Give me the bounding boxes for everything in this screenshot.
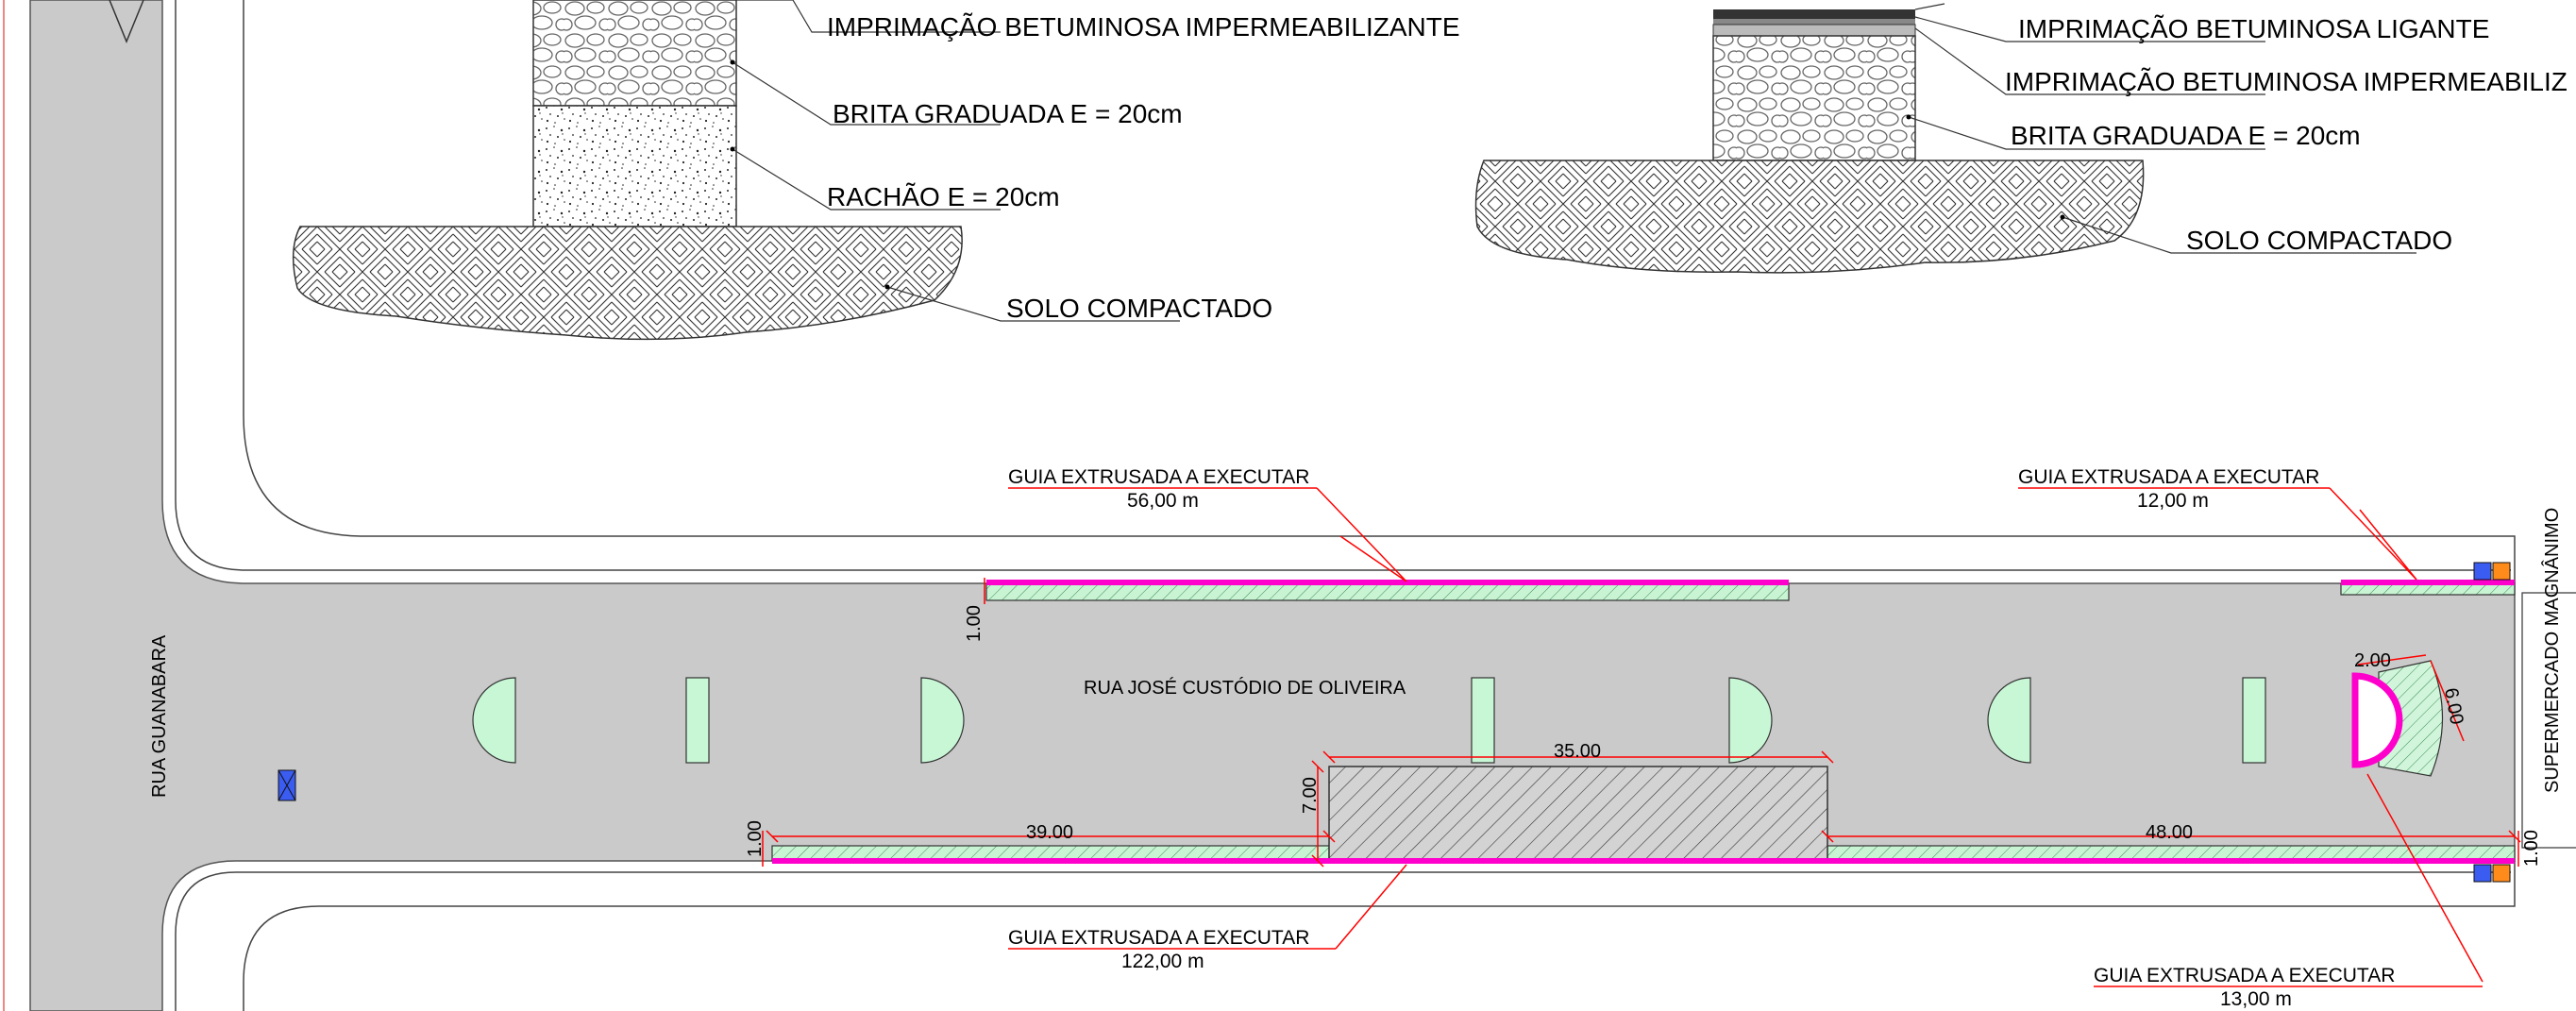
- layer-label: SOLO COMPACTADO: [1006, 294, 1272, 323]
- store-outline: [2521, 592, 2576, 849]
- soil-layer: [1474, 160, 2145, 274]
- callout-title: GUIA EXTRUSADA A EXECUTAR: [1008, 466, 1309, 488]
- dimension-label: 39.00: [1026, 822, 1073, 843]
- layer-label: BRITA GRADUADA E = 20cm: [833, 99, 1183, 128]
- island-rect: [2242, 677, 2266, 764]
- rachao-layer: [532, 105, 737, 227]
- binder-layer: [1713, 19, 1915, 25]
- store-label: SUPERMERCADO MAGNÂNIMO: [2541, 508, 2563, 793]
- dimension-label: 7.00: [1300, 777, 1321, 814]
- callout-length: 13,00 m: [2220, 988, 2292, 1010]
- gravel-layer: [1712, 35, 1916, 161]
- island-rect: [685, 677, 710, 764]
- block-outline-bottom: [243, 861, 2516, 1011]
- section-left: IMPRIMAÇÃO BETUMINOSA IMPERMEABILIZANTE …: [109, 0, 1460, 341]
- callout-title: GUIA EXTRUSADA A EXECUTAR: [1008, 927, 1309, 949]
- street-label-guanabara: RUA GUANABARA: [149, 634, 170, 798]
- callout-leaders: [1008, 487, 2483, 987]
- layer-label: IMPRIMAÇÃO BETUMINOSA IMPERMEABILIZANTE: [827, 12, 1460, 42]
- island-half-circle: [1987, 677, 2031, 764]
- dimension-label: 48.00: [2146, 822, 2193, 843]
- soil-layer: [292, 226, 963, 341]
- north-arrow-mark: [109, 0, 144, 43]
- layer-label: IMPRIMAÇÃO BETUMINOSA LIGANTE: [2018, 14, 2489, 43]
- island-rect: [1471, 677, 1495, 764]
- island-half-circle: [920, 677, 965, 764]
- callout-length: 122,00 m: [1121, 951, 1204, 972]
- gravel-layer: [532, 0, 737, 107]
- dimension-label: 35.00: [1554, 741, 1601, 762]
- road-surface: [29, 0, 2516, 1011]
- pole-marker: [2473, 864, 2492, 883]
- dimension-label: 1.00: [745, 820, 766, 857]
- island-half-circle: [472, 677, 516, 764]
- street-plan: RUA GUANABARA RUA JOSÉ CUSTÓDIO DE OLIVE…: [29, 0, 2576, 1011]
- callout-title: GUIA EXTRUSADA A EXECUTAR: [2018, 466, 2319, 488]
- sidewalk-top: [985, 582, 1790, 601]
- pole-marker: [2473, 562, 2492, 581]
- dimension-label: 2.00: [2354, 650, 2391, 671]
- dimension-lines: [762, 509, 2521, 983]
- callout-length: 12,00 m: [2137, 490, 2209, 512]
- layer-label: SOLO COMPACTADO: [2186, 226, 2452, 255]
- parking-lot-area: [1328, 766, 1828, 862]
- callout-length: 56,00 m: [1127, 490, 1199, 512]
- asphalt-layer: [1713, 9, 1915, 19]
- section-right: IMPRIMAÇÃO BETUMINOSA LIGANTE IMPRIMAÇÃO…: [1474, 3, 2568, 274]
- dimension-label: 1.00: [2521, 830, 2542, 867]
- layer-label: BRITA GRADUADA E = 20cm: [2011, 121, 2361, 150]
- new-island-curb: [2351, 672, 2403, 768]
- island-half-circle: [1728, 677, 1773, 764]
- block-outline-top: [243, 0, 2516, 583]
- street-label-main: RUA JOSÉ CUSTÓDIO DE OLIVEIRA: [1084, 677, 1406, 699]
- seal-layer: [1712, 24, 1916, 37]
- dimension-label: 1.00: [964, 605, 985, 642]
- pole-marker: [2492, 562, 2511, 581]
- layer-label: RACHÃO E = 20cm: [827, 182, 1060, 211]
- layer-label: IMPRIMAÇÃO BETUMINOSA IMPERMEABILIZ: [2005, 67, 2568, 96]
- pole-marker: [2492, 864, 2511, 883]
- callout-title: GUIA EXTRUSADA A EXECUTAR: [2094, 965, 2395, 986]
